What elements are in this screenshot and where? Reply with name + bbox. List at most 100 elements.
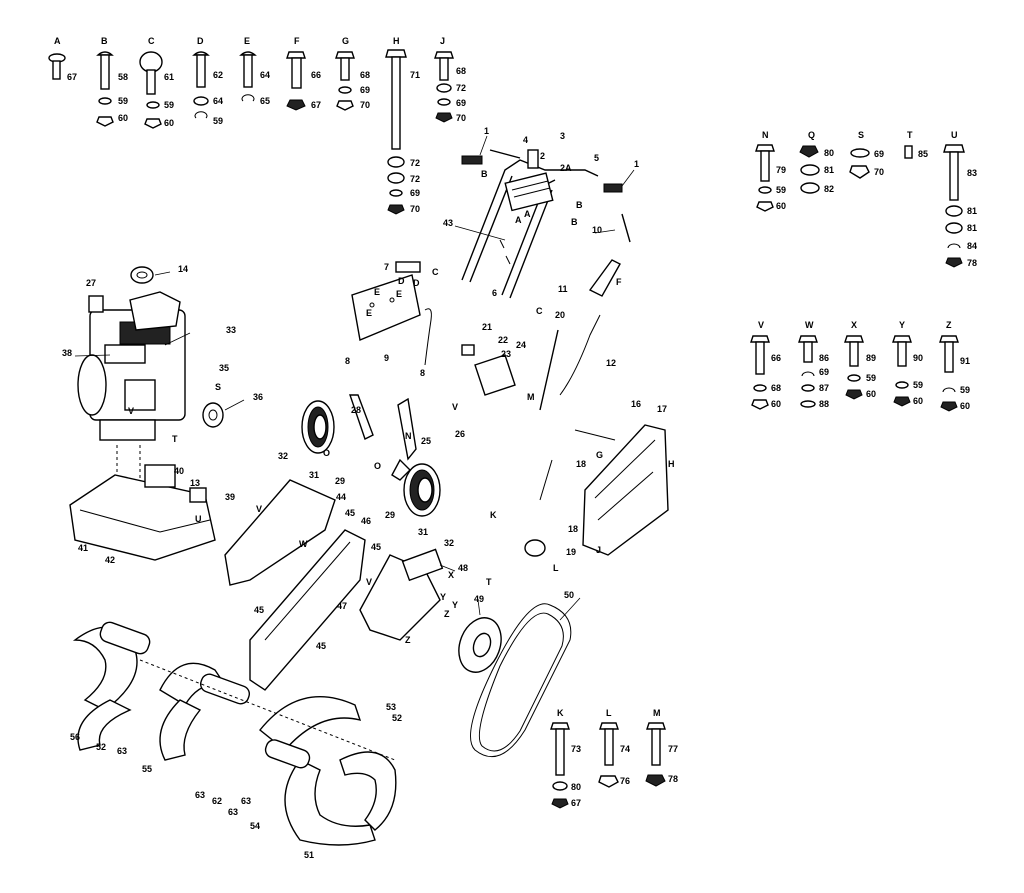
assembly-letter: C [432, 267, 439, 277]
callout: 27 [86, 278, 96, 288]
callout: 41 [78, 543, 88, 553]
callout: 63 [228, 807, 238, 817]
callout: 46 [361, 516, 371, 526]
hardware-letter: Q [808, 130, 815, 140]
wheel-right [403, 463, 441, 517]
callout-labels: 1 1 2 2A 3 4 5 6 7 8 8 9 10 11 12 13 14 … [62, 126, 667, 860]
callout: 55 [142, 764, 152, 774]
tine-shield [69, 464, 216, 561]
hardware-letter: A [54, 36, 61, 46]
assembly-letter: C [536, 306, 543, 316]
hardware-group-s: S 69 70 [849, 130, 884, 179]
callout: 2A [560, 163, 572, 173]
part-number: 69 [410, 188, 420, 198]
part-number: 87 [819, 383, 829, 393]
part-number: 64 [260, 70, 270, 80]
part-number: 60 [118, 113, 128, 123]
part-number: 90 [913, 353, 923, 363]
callout: 2 [540, 151, 545, 161]
callout: 1 [634, 159, 639, 169]
callout: 11 [558, 284, 568, 294]
part-number: 59 [164, 100, 174, 110]
hardware-letter: Y [899, 320, 905, 330]
assembly-letter: H [668, 459, 675, 469]
assembly-letter: J [596, 545, 601, 555]
callout: 8 [345, 356, 350, 366]
depth-bar-bracket [351, 261, 432, 366]
assembly-letters: A A B B B C C D D E E E F G H J K L M N … [128, 169, 675, 645]
part-number: 88 [819, 399, 829, 409]
part-number: 69 [360, 85, 370, 95]
part-number: 81 [967, 206, 977, 216]
part-number: 60 [913, 396, 923, 406]
part-number: 80 [571, 782, 581, 792]
part-number: 59 [960, 385, 970, 395]
hardware-group-b: B 58 59 60 [96, 36, 128, 127]
callout: 45 [254, 605, 264, 615]
part-number: 67 [67, 72, 77, 82]
part-number: 60 [866, 389, 876, 399]
hardware-letter: L [606, 708, 612, 718]
wheel-left [301, 400, 335, 454]
callout: 51 [304, 850, 314, 860]
callout: 32 [444, 538, 454, 548]
part-number: 66 [311, 70, 321, 80]
hardware-group-t: T 85 [904, 130, 928, 159]
part-number: 71 [410, 70, 420, 80]
callout: 29 [385, 510, 395, 520]
hardware-letter: M [653, 708, 661, 718]
part-number: 59 [118, 96, 128, 106]
part-number: 91 [960, 356, 970, 366]
hardware-letter: C [148, 36, 155, 46]
hardware-letter: G [342, 36, 349, 46]
assembly-letter: A [515, 215, 522, 225]
assembly-letter: T [172, 434, 178, 444]
callout: 3 [560, 131, 565, 141]
callout: 5 [594, 153, 599, 163]
hardware-group-c: C 61 59 60 [139, 36, 174, 129]
callout: 53 [386, 702, 396, 712]
part-number: 83 [967, 168, 977, 178]
part-number: 78 [967, 258, 977, 268]
part-number: 67 [311, 100, 321, 110]
part-number: 65 [260, 96, 270, 106]
hardware-letter: K [557, 708, 564, 718]
assembly-letter: V [452, 402, 458, 412]
part-number: 70 [360, 100, 370, 110]
part-number: 66 [771, 353, 781, 363]
callout: 26 [455, 429, 465, 439]
assembly-letter: V [256, 504, 262, 514]
hardware-letter: D [197, 36, 204, 46]
hardware-letter: Z [946, 320, 952, 330]
callout: 43 [443, 218, 453, 228]
part-number: 68 [456, 66, 466, 76]
part-number: 62 [213, 70, 223, 80]
assembly-letter: V [366, 577, 372, 587]
assembly-letter: D [413, 278, 420, 288]
part-number: 64 [213, 96, 223, 106]
callout: 33 [226, 325, 236, 335]
hardware-letter: J [440, 36, 445, 46]
callout: 56 [70, 732, 80, 742]
assembly-letter: D [398, 276, 405, 286]
hardware-letter: U [951, 130, 958, 140]
callout: 62 [212, 796, 222, 806]
assembly-letter: G [596, 450, 603, 460]
callout: 16 [631, 399, 641, 409]
part-number: 72 [456, 83, 466, 93]
callout: 39 [225, 492, 235, 502]
part-number: 69 [874, 149, 884, 159]
callout: 42 [105, 555, 115, 565]
part-number: 72 [410, 174, 420, 184]
hardware-letter: N [762, 130, 769, 140]
callout: 36 [253, 392, 263, 402]
part-number: 58 [118, 72, 128, 82]
part-number: 68 [771, 383, 781, 393]
hardware-group-a: A 67 [48, 36, 77, 82]
callout: 18 [568, 524, 578, 534]
assembly-letter: T [486, 577, 492, 587]
hardware-letter: W [805, 320, 814, 330]
callout: 31 [418, 527, 428, 537]
callout: 44 [336, 492, 346, 502]
